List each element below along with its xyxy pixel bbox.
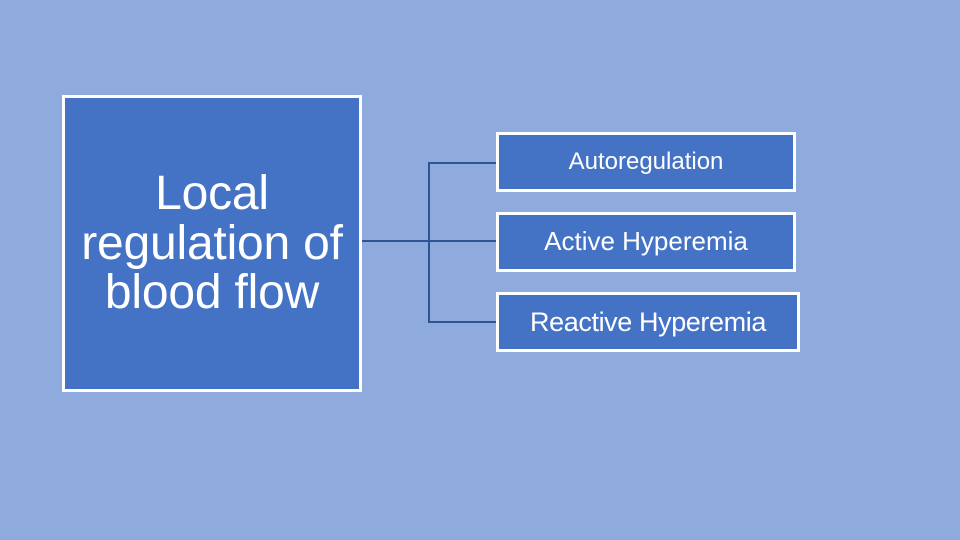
- node-child-reactive-hyperemia-label: Reactive Hyperemia: [530, 306, 766, 337]
- node-root-label: Local regulation of blood flow: [81, 166, 343, 320]
- node-child-active-hyperemia-label: Active Hyperemia: [544, 226, 748, 257]
- connector-branch-reactive-hyperemia: [428, 321, 497, 323]
- node-child-active-hyperemia[interactable]: Active Hyperemia: [496, 212, 796, 272]
- node-child-reactive-hyperemia[interactable]: Reactive Hyperemia: [496, 292, 800, 352]
- node-child-autoregulation[interactable]: Autoregulation: [496, 132, 796, 192]
- node-child-autoregulation-label: Autoregulation: [568, 147, 724, 175]
- node-root-local-regulation[interactable]: Local regulation of blood flow: [62, 95, 362, 392]
- connector-vertical-spine: [428, 162, 430, 323]
- connector-branch-autoregulation: [428, 162, 497, 164]
